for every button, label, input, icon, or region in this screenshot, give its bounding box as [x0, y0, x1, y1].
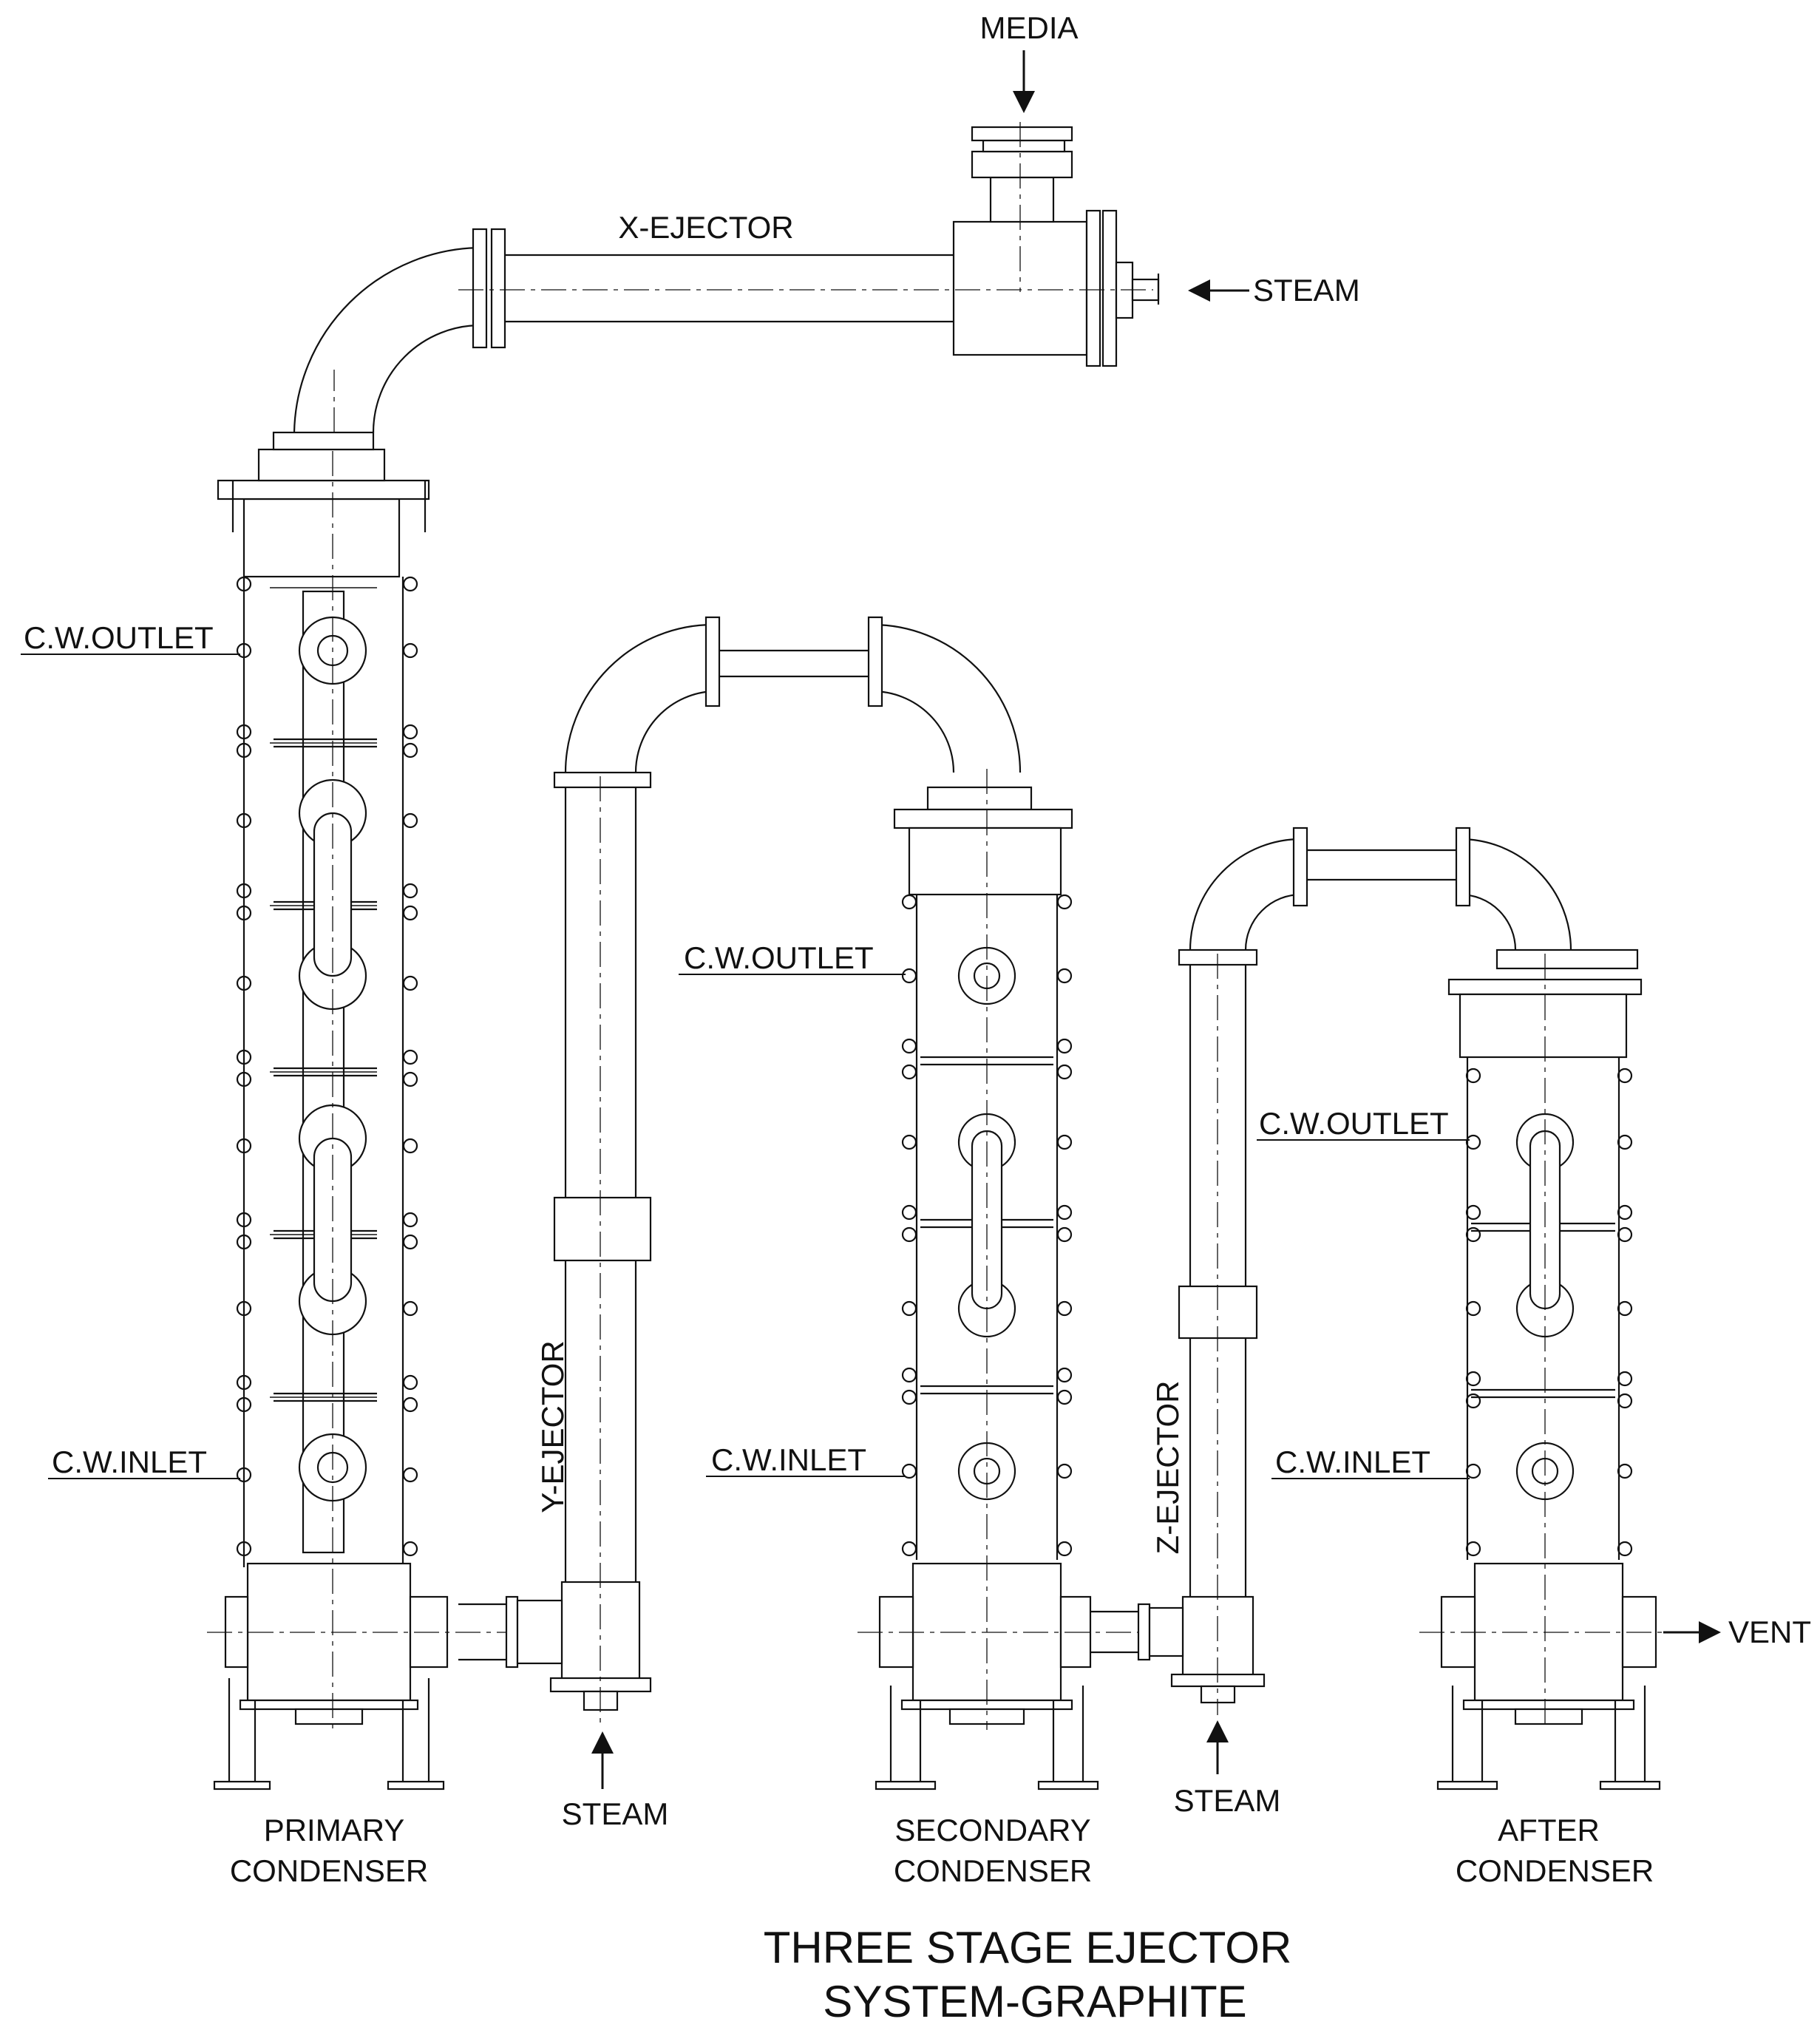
- x-ejector-label: X-EJECTOR: [618, 210, 793, 245]
- primary-condenser-label-line1: PRIMARY: [264, 1813, 405, 1847]
- primary-cw-inlet-label: C.W.INLET: [52, 1445, 207, 1479]
- after-cw-outlet-label: C.W.OUTLET: [1259, 1106, 1449, 1141]
- secondary-condenser: [858, 769, 1183, 1791]
- z-ejector: [1090, 827, 1572, 1715]
- steam-y-label: STEAM: [562, 1796, 669, 1831]
- primary-cw-outlet-label: C.W.OUTLET: [24, 620, 214, 655]
- primary-condenser-label-line2: CONDENSER: [230, 1853, 428, 1888]
- y-ejector: [458, 616, 1022, 1723]
- text-labels: MEDIA STEAM X-EJECTOR Y-EJECTOR Z-EJECTO…: [24, 10, 1811, 2026]
- secondary-cw-outlet-label: C.W.OUTLET: [684, 940, 874, 975]
- leader-lines: [21, 654, 1470, 1479]
- after-condenser: [1419, 948, 1671, 1791]
- secondary-condenser-label-line2: CONDENSER: [894, 1853, 1092, 1888]
- y-ejector-label: Y-EJECTOR: [535, 1340, 570, 1513]
- flow-arrows: [591, 50, 1721, 1789]
- steam-x-label: STEAM: [1253, 273, 1360, 308]
- media-label: MEDIA: [979, 10, 1078, 45]
- secondary-cw-inlet-label: C.W.INLET: [711, 1442, 866, 1477]
- steam-z-label: STEAM: [1174, 1783, 1281, 1818]
- primary-condenser: [207, 431, 562, 1791]
- after-condenser-label-line2: CONDENSER: [1456, 1853, 1654, 1888]
- after-cw-inlet-label: C.W.INLET: [1275, 1445, 1430, 1479]
- vent-label: VENT: [1728, 1615, 1811, 1649]
- drawing-title-line1: THREE STAGE EJECTOR: [764, 1923, 1292, 1972]
- z-ejector-label: Z-EJECTOR: [1150, 1381, 1185, 1555]
- drawing-title-line2: SYSTEM-GRAPHITE: [823, 1977, 1246, 2026]
- after-condenser-label-line1: AFTER: [1498, 1813, 1600, 1847]
- secondary-condenser-label-line1: SECONDARY: [894, 1813, 1090, 1847]
- x-ejector: [293, 122, 1160, 433]
